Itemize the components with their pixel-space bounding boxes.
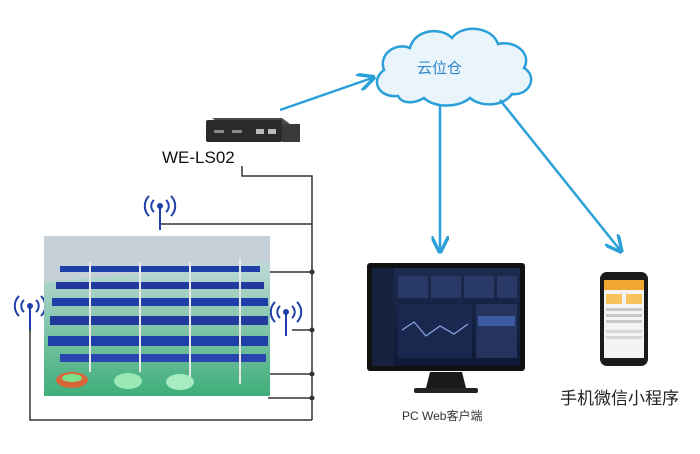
arrow-cloud-to-mobile bbox=[499, 99, 620, 250]
wiring bbox=[29, 166, 315, 421]
antenna-icon bbox=[269, 301, 303, 336]
gateway-label: WE-LS02 bbox=[162, 148, 235, 167]
pc-monitor-icon bbox=[367, 263, 525, 393]
cloud-icon bbox=[375, 27, 533, 107]
mobile-phone-icon bbox=[600, 272, 648, 366]
antenna-icon bbox=[13, 295, 47, 330]
mini-program-label: 手机微信小程序 bbox=[560, 389, 679, 408]
arrow-gateway-to-cloud bbox=[279, 78, 372, 112]
antenna-icon bbox=[143, 195, 177, 230]
sensor-tags bbox=[56, 372, 194, 390]
pc-client-label: PC Web客户端 bbox=[402, 409, 483, 423]
gateway-device bbox=[206, 118, 300, 142]
arrows bbox=[279, 78, 620, 250]
warehouse-photo bbox=[44, 236, 270, 396]
cloud-label: 云位仓 bbox=[417, 60, 463, 77]
shelf-racks bbox=[48, 258, 268, 384]
